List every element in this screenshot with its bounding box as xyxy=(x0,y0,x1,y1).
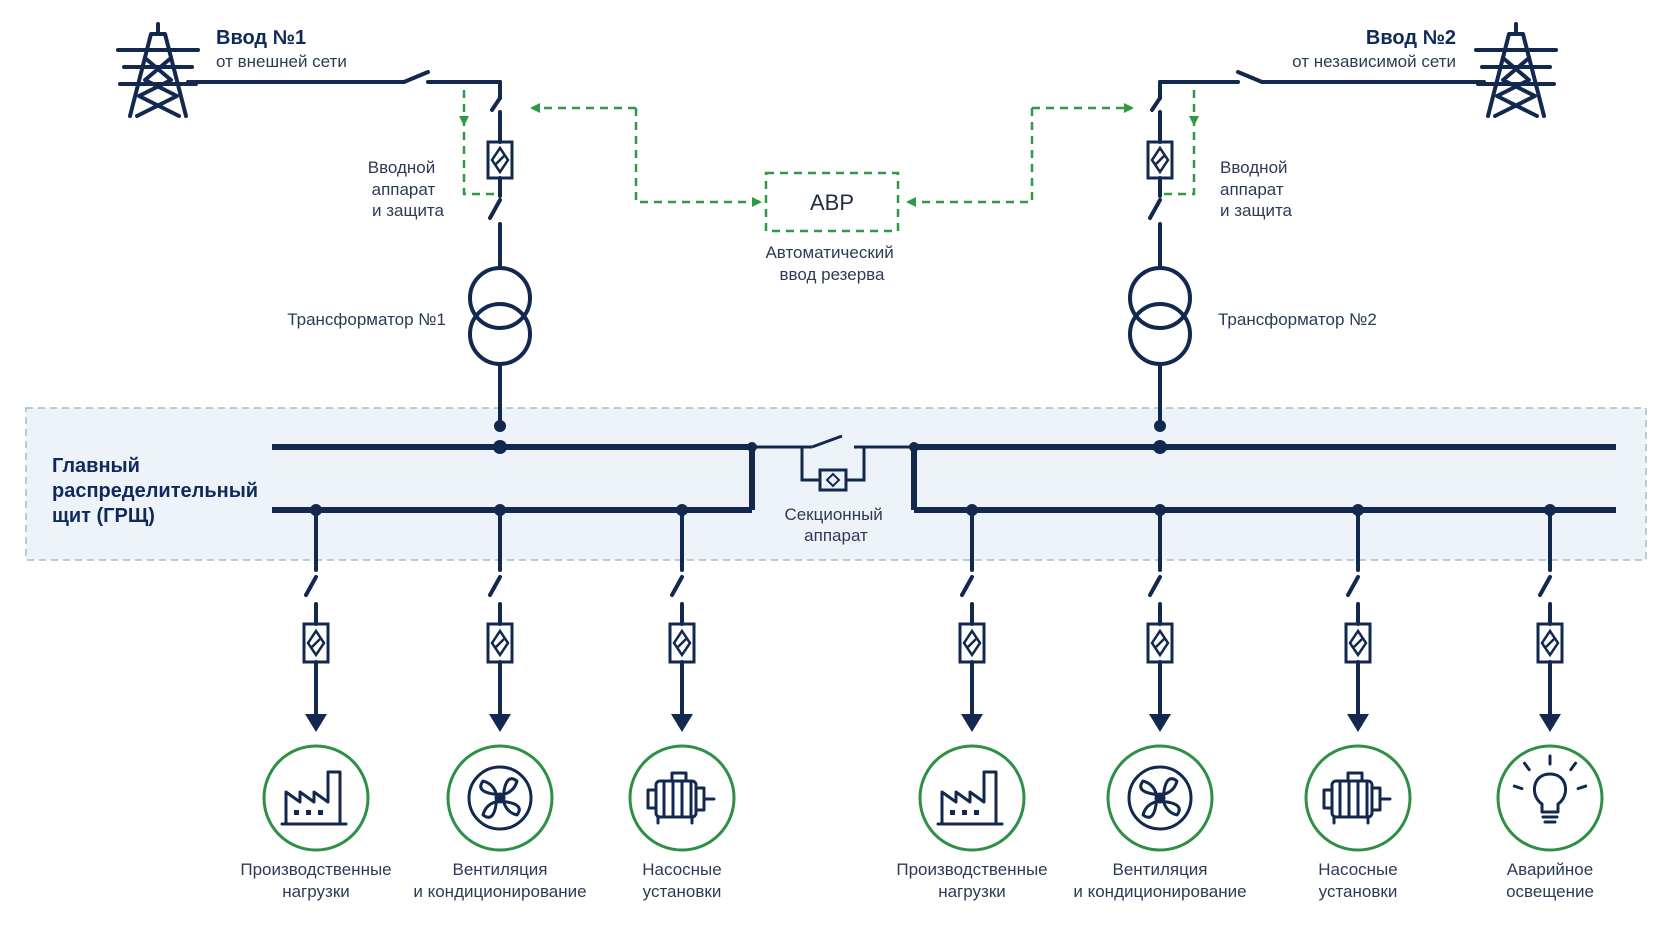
input1-title: Ввод №1 xyxy=(216,27,306,49)
fan-icon xyxy=(1127,765,1193,831)
feeder-line xyxy=(486,508,514,718)
transformer-icon xyxy=(468,266,532,426)
busbar-node xyxy=(494,504,506,516)
arrow-down-icon xyxy=(1347,714,1369,732)
busbar-node xyxy=(966,504,978,516)
load-circle xyxy=(918,744,1026,852)
transmission-tower-icon xyxy=(1474,22,1558,118)
protection-relay-icon xyxy=(1150,628,1170,658)
switchboard-title: Главный распределительный щит (ГРЩ) xyxy=(52,455,264,527)
arrow-down-icon xyxy=(459,116,469,126)
sectional-switch-icon xyxy=(752,434,914,492)
feeder-line xyxy=(1536,508,1564,718)
feeder-line xyxy=(668,508,696,718)
feed-line-left xyxy=(186,70,514,270)
input1-subtitle: от внешней сети xyxy=(216,52,347,71)
input2-subtitle: от независимой сети xyxy=(1292,52,1456,71)
arrow-down-icon xyxy=(671,714,693,732)
busbar-node xyxy=(676,504,688,516)
protection-relay-icon xyxy=(1150,145,1170,175)
busbar-node xyxy=(1352,504,1364,516)
protection-relay-icon xyxy=(962,628,982,658)
feeder-line xyxy=(302,508,330,718)
load-circle xyxy=(1496,744,1604,852)
busbar-node xyxy=(1544,504,1556,516)
protection-relay-icon xyxy=(672,628,692,658)
avr-box-label: АВР xyxy=(810,190,854,215)
busbars xyxy=(272,444,1616,513)
bulb-icon xyxy=(1512,754,1588,824)
motor-icon xyxy=(646,771,716,825)
transmission-tower-icon xyxy=(116,22,200,118)
motor-icon xyxy=(1322,771,1392,825)
busbar-node xyxy=(310,504,322,516)
arrow-down-icon xyxy=(1539,714,1561,732)
input2-title: Ввод №2 xyxy=(1366,27,1456,49)
arrow-down-icon xyxy=(305,714,327,732)
protection-relay-icon xyxy=(1540,628,1560,658)
protection-relay-icon xyxy=(306,628,326,658)
feed-line-right xyxy=(1146,70,1486,270)
fan-icon xyxy=(467,765,533,831)
protection-relay-icon xyxy=(1348,628,1368,658)
feeder-line xyxy=(958,508,986,718)
arrow-down-icon xyxy=(1189,116,1199,126)
transformer2-label: Трансформатор №2 xyxy=(1218,310,1377,329)
protection-relay-icon xyxy=(490,628,510,658)
feeder-line xyxy=(1146,508,1174,718)
feeders xyxy=(302,504,1564,732)
avr-box xyxy=(764,171,900,233)
avr-caption: Автоматический ввод резерва xyxy=(765,243,898,284)
protection-left-label: Вводной аппарат и защита xyxy=(368,158,445,220)
factory-icon xyxy=(936,770,1004,826)
arrow-down-icon xyxy=(961,714,983,732)
load-circle xyxy=(262,744,370,852)
factory-icon xyxy=(280,770,348,826)
arrow-down-icon xyxy=(1149,714,1171,732)
busbar-node xyxy=(1154,504,1166,516)
transformer-icon xyxy=(1128,266,1192,426)
sectional-caption: Секционный аппарат xyxy=(784,505,887,545)
busbar-nodes xyxy=(493,420,1167,454)
transformer1-label: Трансформатор №1 xyxy=(287,310,446,329)
feeder-line xyxy=(1344,508,1372,718)
protection-relay-icon xyxy=(490,145,510,175)
arrow-down-icon xyxy=(489,714,511,732)
protection-right-label: Вводной аппарат и защита xyxy=(1220,158,1293,220)
